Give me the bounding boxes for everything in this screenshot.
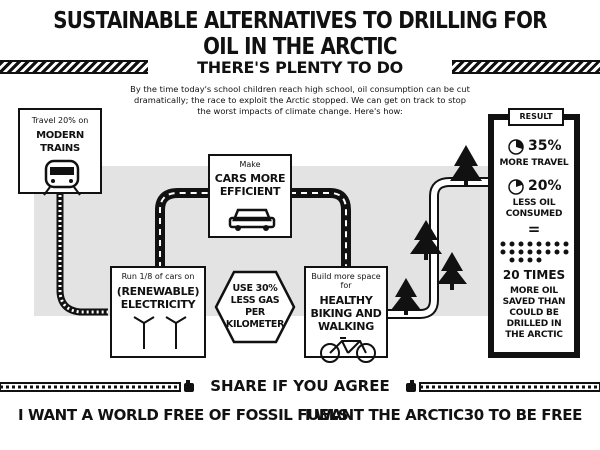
pie-35-icon xyxy=(508,139,524,155)
gas-hexagon: USE 30% LESS GAS PER KILOMETER xyxy=(214,270,296,344)
share-rope-left xyxy=(0,380,194,392)
trains-caption: Travel 20% on xyxy=(31,116,89,125)
times-text: MORE OIL SAVED THAN COULD BE DRILLED IN … xyxy=(502,286,566,340)
cars-caption: Make xyxy=(239,160,261,169)
biking-title: HEALTHY BIKING AND WALKING xyxy=(310,294,382,333)
tree-icon xyxy=(437,252,467,290)
share-label: SHARE IF YOU AGREE xyxy=(210,377,390,395)
bicycle-icon xyxy=(320,337,376,363)
car-icon xyxy=(228,208,276,231)
thumbs-up-icon xyxy=(406,380,416,392)
electricity-caption: Run 1/8 of cars on xyxy=(121,272,195,281)
travel-percent: 35% xyxy=(528,138,562,154)
electricity-title: (RENEWABLE) ELECTRICITY xyxy=(116,285,200,311)
electricity-card: Run 1/8 of cars on (RENEWABLE) ELECTRICI… xyxy=(110,266,206,358)
cars-card: Make CARS MORE EFFICIENT xyxy=(208,154,292,238)
decorative-band-left xyxy=(0,60,148,74)
subtitle: THERE'S PLENTY TO DO xyxy=(197,58,403,77)
tree-icon xyxy=(391,278,421,315)
thumbs-up-icon xyxy=(184,380,194,392)
tree-icon xyxy=(450,145,482,187)
cars-title: CARS MORE EFFICIENT xyxy=(214,172,286,198)
travel-text: MORE TRAVEL xyxy=(499,158,569,168)
trains-card: Travel 20% on MODERN TRAINS xyxy=(18,108,102,196)
page-title: SUSTAINABLE ALTERNATIVES TO DRILLING FOR… xyxy=(53,8,547,60)
oil-text: LESS OIL CONSUMED xyxy=(505,198,563,219)
biking-card: Build more space for HEALTHY BIKING AND … xyxy=(304,266,388,363)
decorative-band-right xyxy=(452,60,600,74)
tree-icon xyxy=(410,220,442,260)
oil-stat: 20% xyxy=(508,178,574,196)
biking-caption: Build more space for xyxy=(311,272,381,290)
railway-track xyxy=(56,180,108,316)
travel-stat: 35% xyxy=(508,138,574,156)
times-value: 20 TIMES xyxy=(502,268,566,282)
result-panel: RESULT 35% MORE TRAVEL 20% LESS OIL CONS… xyxy=(488,108,580,358)
oil-percent: 20% xyxy=(528,178,562,194)
train-icon xyxy=(43,159,81,196)
pie-20-icon xyxy=(508,179,524,195)
intro-text: By the time today's school children reac… xyxy=(130,84,470,116)
trains-title: MODERN TRAINS xyxy=(36,130,84,154)
footer-slogan-left: I WANT A WORLD FREE OF FOSSIL FUELS xyxy=(18,406,349,424)
share-rope-right xyxy=(406,380,600,392)
footer-slogan-right: I WANT THE ARCTIC30 TO BE FREE xyxy=(304,406,582,424)
result-label: RESULT xyxy=(508,108,564,126)
hexagon-frame xyxy=(214,270,296,344)
wind-turbine-icon xyxy=(133,316,187,349)
oil-drops-icon xyxy=(500,241,569,263)
gas-title: USE 30% LESS GAS PER KILOMETER xyxy=(225,283,285,330)
equals-sign: = xyxy=(527,220,541,238)
